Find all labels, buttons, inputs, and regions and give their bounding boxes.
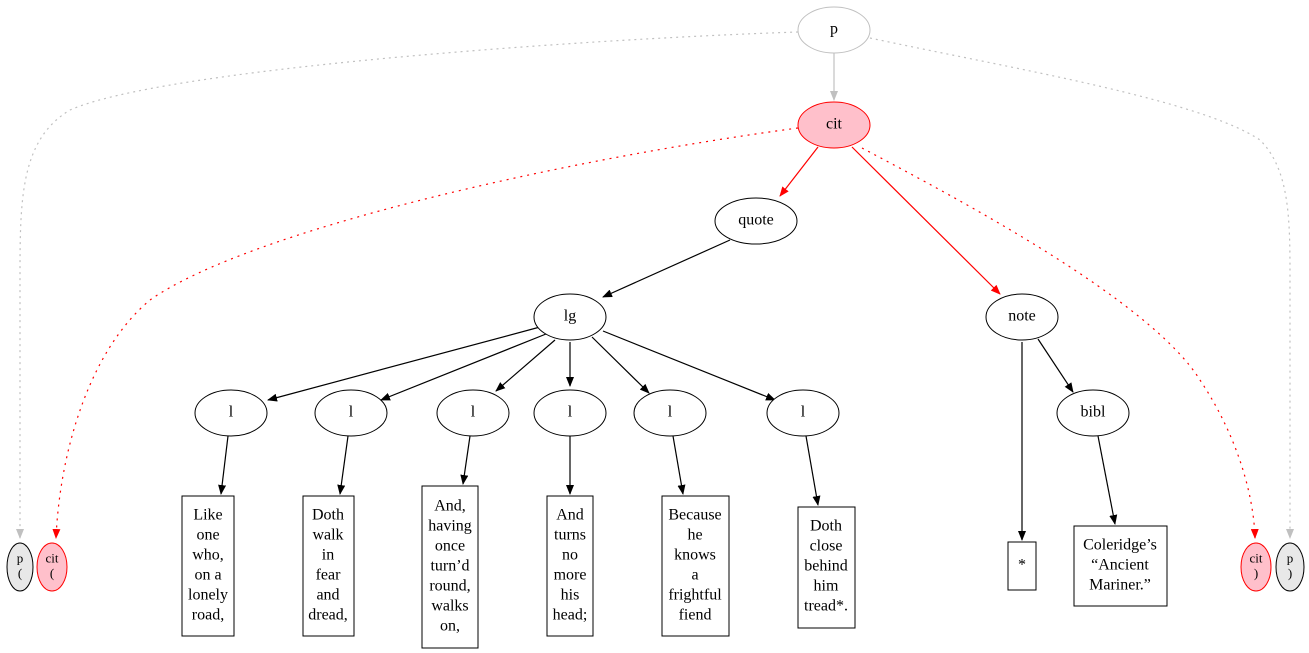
edge-quote-lg xyxy=(602,239,731,298)
node-p: p xyxy=(797,6,871,54)
node-quote-label: quote xyxy=(738,212,774,229)
node-cit-label: cit xyxy=(826,116,843,133)
node-l-3-label: l xyxy=(471,404,476,421)
node-lg-label: lg xyxy=(564,308,576,325)
edge-lg-l1 xyxy=(267,326,541,402)
edge-l3-t3 xyxy=(460,435,471,485)
node-p-open-label: p( xyxy=(17,550,24,580)
node-cit-open: cit( xyxy=(36,542,68,592)
edge-bibl-t8 xyxy=(1097,435,1118,525)
node-l-4: l xyxy=(533,389,607,437)
node-p-open: p( xyxy=(6,542,34,592)
text-box-star: * xyxy=(1007,541,1037,591)
node-p-label: p xyxy=(830,21,838,38)
edge-lg-l3 xyxy=(495,339,556,392)
node-cit-close-label: cit) xyxy=(1250,550,1263,580)
edge-l5-t5 xyxy=(672,435,686,495)
edge-cit-note xyxy=(851,146,1001,295)
node-l-2-label: l xyxy=(349,404,354,421)
node-p-close: p) xyxy=(1275,542,1305,592)
node-l-4-label: l xyxy=(568,404,573,421)
edge-l6-t6 xyxy=(805,435,821,506)
node-l-6-label: l xyxy=(801,404,806,421)
edge-cit-quote xyxy=(779,146,819,197)
edge-note-bibl xyxy=(1037,338,1074,393)
node-cit-close: cit) xyxy=(1240,542,1272,592)
edge-cit-cit-open xyxy=(52,127,799,539)
edge-p-p-open xyxy=(16,31,799,539)
edge-lg-l2 xyxy=(380,333,547,401)
node-note-label: note xyxy=(1008,308,1036,325)
node-l-5: l xyxy=(633,389,707,437)
node-cit-open-label: cit( xyxy=(46,550,59,580)
node-l-1: l xyxy=(194,389,268,437)
node-p-close-label: p) xyxy=(1287,550,1294,580)
node-l-5-label: l xyxy=(668,404,673,421)
edges xyxy=(16,31,1294,541)
edge-l2-t2 xyxy=(337,435,349,495)
node-l-1-label: l xyxy=(229,404,234,421)
edge-p-p-close xyxy=(869,37,1294,539)
text-box-star-label: * xyxy=(1018,557,1026,574)
edge-l1-t1 xyxy=(218,435,229,495)
node-note: note xyxy=(985,293,1059,341)
edge-lg-l6 xyxy=(602,330,776,401)
edge-lg-l5 xyxy=(591,336,650,394)
node-lg: lg xyxy=(533,293,607,341)
node-l-2: l xyxy=(314,389,388,437)
node-quote: quote xyxy=(714,197,798,245)
edge-cit-cit-close xyxy=(861,147,1259,539)
node-cit: cit xyxy=(797,101,871,149)
node-bibl-label: bibl xyxy=(1081,404,1106,421)
node-l-6: l xyxy=(766,389,840,437)
nodes: p cit quote lg l l l xyxy=(6,6,1305,649)
node-l-3: l xyxy=(436,389,510,437)
node-bibl: bibl xyxy=(1056,389,1130,437)
